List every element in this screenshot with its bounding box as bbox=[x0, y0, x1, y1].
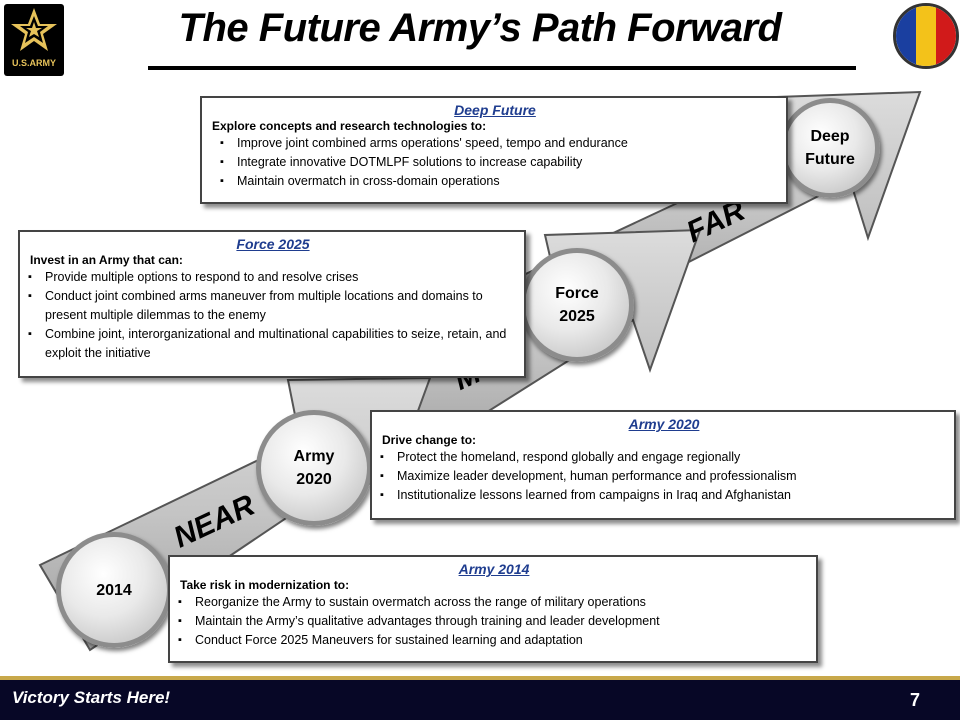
title-underline bbox=[148, 66, 856, 70]
list-item: Institutionalize lessons learned from ca… bbox=[380, 486, 946, 505]
page-number: 7 bbox=[909, 690, 920, 710]
deep-future-box: Deep Future Explore concepts and researc… bbox=[200, 96, 788, 204]
milestone-label-line: Future bbox=[805, 151, 855, 168]
emblem-stripe-yellow bbox=[916, 6, 936, 66]
list-item: Maximize leader development, human perfo… bbox=[380, 467, 946, 486]
list-item: Protect the homeland, respond globally a… bbox=[380, 448, 946, 467]
milestone-2014: 2014 bbox=[56, 532, 172, 648]
footer-slogan: Victory Starts Here! bbox=[12, 688, 171, 707]
emblem-stripe-red bbox=[936, 6, 956, 66]
army-star-icon bbox=[11, 8, 57, 51]
list-item: Improve joint combined arms operations' … bbox=[220, 134, 778, 153]
list-item: Reorganize the Army to sustain overmatch… bbox=[178, 593, 808, 612]
list-item: Conduct Force 2025 Maneuvers for sustain… bbox=[178, 631, 808, 650]
list-item: Maintain overmatch in cross-domain opera… bbox=[220, 172, 778, 191]
box-intro: Drive change to: bbox=[382, 433, 477, 447]
tradoc-emblem bbox=[893, 3, 959, 69]
list-item: Conduct joint combined arms maneuver fro… bbox=[28, 287, 516, 325]
box-title: Army 2014 bbox=[458, 561, 530, 577]
force-2025-box: Force 2025 Invest in an Army that can: P… bbox=[18, 230, 526, 378]
bullet-list: Provide multiple options to respond to a… bbox=[28, 268, 516, 363]
footer-bar bbox=[0, 680, 960, 720]
bullet-list: Protect the homeland, respond globally a… bbox=[380, 448, 946, 505]
page-title: The Future Army’s Path Forward bbox=[178, 6, 782, 50]
army-2014-box: Army 2014 Take risk in modernization to:… bbox=[168, 555, 818, 663]
list-item: Integrate innovative DOTMLPF solutions t… bbox=[220, 153, 778, 172]
army-2020-box: Army 2020 Drive change to: Protect the h… bbox=[370, 410, 956, 520]
emblem-stripe-blue bbox=[896, 6, 916, 66]
milestone-label-line: Deep bbox=[810, 128, 850, 145]
list-item: Combine joint, interorganizational and m… bbox=[28, 325, 516, 363]
footer-rule bbox=[0, 676, 960, 680]
milestone-label-line: Army bbox=[293, 448, 335, 465]
milestone-force-2025: Force 2025 bbox=[520, 248, 634, 362]
bullet-list: Reorganize the Army to sustain overmatch… bbox=[178, 593, 808, 650]
box-title: Force 2025 bbox=[236, 236, 310, 252]
box-intro: Invest in an Army that can: bbox=[30, 253, 183, 267]
box-title: Deep Future bbox=[454, 102, 536, 118]
logo-text: U.S.ARMY bbox=[11, 58, 56, 68]
bullet-list: Improve joint combined arms operations' … bbox=[212, 134, 778, 191]
milestone-label-line: 2014 bbox=[96, 581, 132, 599]
box-title: Army 2020 bbox=[628, 416, 700, 432]
milestone-label-line: 2020 bbox=[296, 471, 332, 488]
list-item: Provide multiple options to respond to a… bbox=[28, 268, 516, 287]
milestone-deep-future: Deep Future bbox=[780, 98, 880, 198]
milestone-label-line: Force bbox=[555, 285, 599, 302]
box-intro: Explore concepts and research technologi… bbox=[212, 119, 487, 133]
list-item: Maintain the Army’s qualitative advantag… bbox=[178, 612, 808, 631]
box-intro: Take risk in modernization to: bbox=[180, 578, 350, 592]
us-army-logo: U.S.ARMY bbox=[4, 4, 64, 76]
milestone-label-line: 2025 bbox=[559, 308, 595, 325]
milestone-army-2020: Army 2020 bbox=[256, 410, 372, 526]
